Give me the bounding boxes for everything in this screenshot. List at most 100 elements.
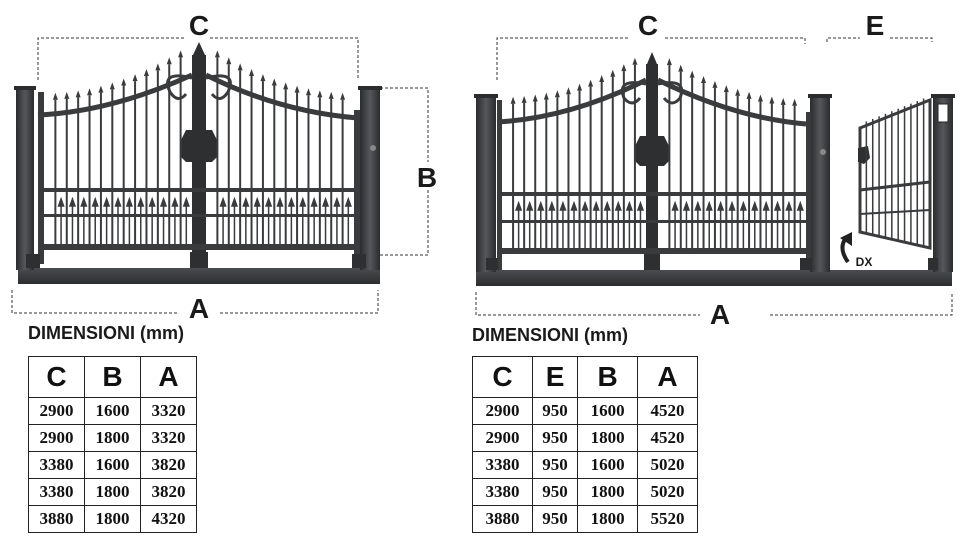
short-picket [125,196,133,246]
table-cell: 3320 [140,424,197,452]
spear-finial [666,58,672,66]
table-cell: 950 [531,424,579,452]
spear-finial [723,85,729,93]
short-picket [739,200,747,250]
short-picket [717,200,725,250]
short-picket [344,196,352,246]
short-picket [592,200,600,250]
short-picket [103,196,111,246]
spear-finial [510,96,516,104]
short-picket [796,200,804,250]
short-picket [310,196,318,246]
spear-finial [178,50,184,58]
spear-finial [689,70,695,78]
left-gate-pillar-left [16,88,34,270]
table-cell: 1800 [577,505,639,533]
short-picket [148,196,156,246]
spear-finial [632,57,638,65]
short-picket [253,196,261,246]
right-gate: C E A [474,10,955,330]
right-dim-c-label: C [638,10,658,41]
spear-finial [75,90,81,98]
table-cell: 5020 [637,451,698,479]
right-dim-a-label: A [710,299,730,330]
left-gate-pillar-right [360,88,380,270]
spear-finial [98,85,104,93]
right-header-cell: C [472,356,533,398]
spear-finial [87,88,93,96]
table-cell: 1800 [577,424,639,452]
right-dim-e-label: E [866,10,885,41]
short-picket [242,196,250,246]
spear-finial [260,74,266,82]
table-cell: 3380 [472,478,533,506]
spear-finial [271,78,277,86]
short-picket [299,196,307,246]
right-dx-label: DX [856,255,873,269]
spear-finial [155,63,161,71]
table-cell: 1600 [84,451,141,479]
spear-finial [340,92,346,100]
right-gate-base [476,270,952,286]
spear-finial [294,85,300,93]
spear-finial [143,69,149,77]
table-cell: 5520 [637,505,698,533]
table-cell: 950 [531,478,579,506]
spear-finial [237,63,243,71]
spear-finial [543,92,549,100]
short-picket [762,200,770,250]
right-gate-pillar-right [933,96,953,272]
spear-finial [588,79,594,87]
short-picket [137,196,145,246]
short-picket [694,200,702,250]
left-table-title: DIMENSIONI (mm) [28,323,185,343]
short-picket [625,200,633,250]
table-cell: 1600 [577,397,639,425]
spear-finial [317,90,323,98]
spear-finial [746,91,752,99]
table-row: 2900 950 1600 4520 [472,397,698,425]
short-picket [91,196,99,246]
short-picket [636,200,645,250]
spear-finial [701,75,707,83]
table-cell: 5020 [637,478,698,506]
spear-finial [621,64,627,72]
left-header-cell: B [84,356,141,398]
spear-finial [735,88,741,96]
table-cell: 2900 [28,397,85,425]
short-picket [705,200,713,250]
left-dim-a-label: A [189,293,209,324]
short-picket [728,200,736,250]
table-row: 3380 1800 3820 [28,478,197,506]
table-cell: 950 [531,505,579,533]
spear-finial [64,91,70,99]
right-gate-center-stile [646,64,658,270]
table-row: 2900 1600 3320 [28,397,197,425]
short-picket [182,196,190,246]
table-row: 3880 950 1800 5520 [472,505,698,533]
short-picket [171,196,179,246]
short-picket [515,200,523,250]
short-picket [159,196,168,246]
table-cell: 3880 [28,505,85,533]
short-picket [785,200,793,250]
spear-finial [678,64,684,72]
table-cell: 3380 [28,451,85,479]
left-dim-b-label: B [417,162,437,193]
left-gate-bars [52,50,352,246]
short-picket [80,196,88,246]
spear-finial [52,92,58,100]
table-row: 2900 1800 3320 [28,424,197,452]
table-cell: 1800 [84,478,141,506]
spear-finial [283,82,289,90]
spear-finial [121,78,127,86]
table-cell: 3820 [140,451,197,479]
table-cell: 4520 [637,397,698,425]
spear-finial [792,98,798,106]
table-cell: 3320 [140,397,197,425]
spear-finial [599,74,605,82]
short-picket [230,196,239,246]
table-row: 2900 950 1800 4520 [472,424,698,452]
short-picket [265,196,273,246]
